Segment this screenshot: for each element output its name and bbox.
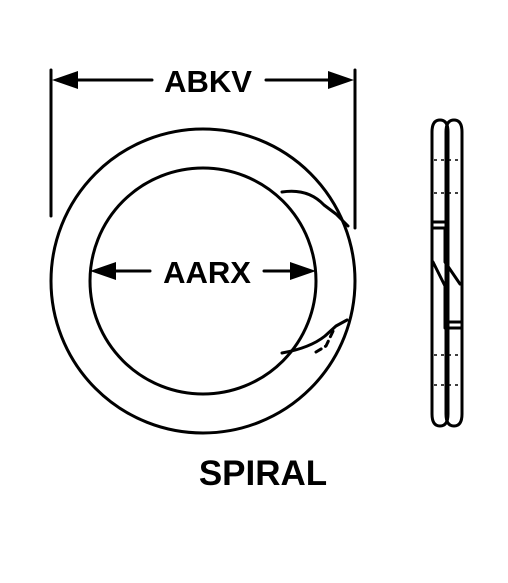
inner-dimension-arrow-left [90,262,116,280]
side-view-crossover [431,220,464,330]
ring-type-label: SPIRAL [199,454,327,493]
side-view-left-coil [430,118,450,428]
inner-ring-circle [88,166,318,396]
outer-dimension-arrow-left [52,71,78,89]
spiral-end-upper [280,189,350,228]
outer-dimension-label: ABKV [164,64,252,99]
inner-dimension-arrow-right [290,262,316,280]
inner-dimension-label: AARX [163,255,251,290]
outer-dimension-arrow-right [328,71,354,89]
outer-ring-circle [49,127,357,435]
side-view-right-coil [444,118,464,428]
spiral-hidden-edge [314,325,337,354]
spiral-end-lower [280,318,349,355]
